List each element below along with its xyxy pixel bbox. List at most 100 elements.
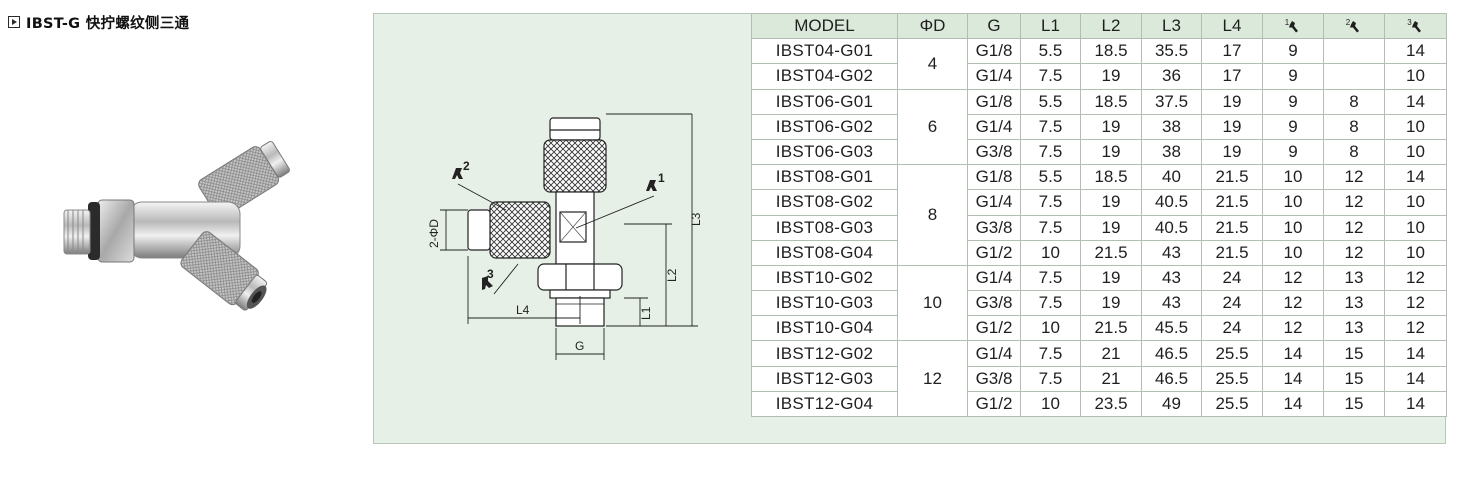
cell-g: G1/8 (967, 38, 1021, 65)
cell-g: G1/4 (967, 340, 1021, 367)
wrench-icon (1289, 21, 1299, 33)
cell-model: IBST08-G02 (751, 189, 898, 216)
cell-w1: 12 (1262, 315, 1324, 342)
cell-w2: 15 (1323, 340, 1385, 367)
cell-w3: 10 (1384, 138, 1447, 166)
cell-w1: 14 (1262, 365, 1324, 392)
col-wrench-1: 1 (1262, 12, 1324, 40)
cell-w1: 9 (1262, 38, 1324, 65)
cell-w1: 10 (1262, 189, 1324, 216)
wrench-icon (1411, 21, 1421, 33)
cell-l3: 43 (1141, 290, 1202, 317)
cell-l1: 5.5 (1020, 38, 1081, 65)
cell-w3: 10 (1384, 63, 1447, 90)
cell-w2: 13 (1323, 290, 1385, 317)
col-l4: L4 (1201, 12, 1263, 40)
cell-l4: 17 (1201, 38, 1263, 65)
cell-w3: 12 (1384, 290, 1447, 317)
dim-L3-label: L3 (689, 212, 703, 226)
cell-g: G1/8 (967, 88, 1021, 115)
cell-w1: 9 (1262, 138, 1324, 166)
col-phid: ΦD (897, 12, 968, 40)
cell-l2: 19 (1080, 113, 1142, 140)
cell-l2: 19 (1080, 264, 1142, 292)
cell-l1: 5.5 (1020, 164, 1081, 191)
cell-l4: 21.5 (1201, 239, 1263, 266)
cell-l3: 38 (1141, 138, 1202, 166)
cell-l3: 38 (1141, 113, 1202, 140)
cell-w2: 8 (1323, 113, 1385, 140)
cell-w1: 10 (1262, 164, 1324, 191)
cell-w2: 12 (1323, 214, 1385, 241)
cell-l4: 24 (1201, 315, 1263, 342)
cell-phid: 10 (897, 264, 968, 342)
cell-l2: 19 (1080, 138, 1142, 166)
cell-l1: 5.5 (1020, 88, 1081, 115)
cell-l3: 46.5 (1141, 365, 1202, 392)
cell-l2: 18.5 (1080, 164, 1142, 191)
cell-l4: 19 (1201, 88, 1263, 115)
cell-g: G1/8 (967, 164, 1021, 191)
cell-w3: 14 (1384, 38, 1447, 65)
cell-l2: 19 (1080, 189, 1142, 216)
cell-l1: 7.5 (1020, 138, 1081, 166)
cell-phid: 8 (897, 164, 968, 266)
cell-model: IBST12-G04 (751, 390, 898, 418)
cell-l3: 46.5 (1141, 340, 1202, 367)
cell-g: G1/2 (967, 239, 1021, 266)
cell-l1: 7.5 (1020, 264, 1081, 292)
col-wrench-2-num: 2 (1345, 18, 1351, 28)
wrench-2-icon (452, 168, 463, 179)
cell-phid: 6 (897, 88, 968, 166)
col-model: MODEL (751, 12, 898, 40)
page-title: IBST-G 快拧螺纹侧三通 (8, 10, 189, 34)
cell-w1: 12 (1262, 264, 1324, 292)
play-icon (8, 16, 20, 28)
product-photo (63, 140, 290, 311)
cell-l2: 21.5 (1080, 239, 1142, 266)
cell-w2: 12 (1323, 189, 1385, 216)
cell-g: G1/4 (967, 264, 1021, 292)
cell-l4: 24 (1201, 264, 1263, 292)
cell-phid: 4 (897, 38, 968, 90)
cell-w3: 14 (1384, 88, 1447, 115)
cell-l2: 18.5 (1080, 38, 1142, 65)
cell-w1: 14 (1262, 390, 1324, 418)
cell-l1: 10 (1020, 390, 1081, 418)
cell-model: IBST10-G04 (751, 315, 898, 342)
cell-model: IBST10-G03 (751, 290, 898, 317)
cell-l2: 19 (1080, 63, 1142, 90)
cell-w1: 12 (1262, 290, 1324, 317)
cell-w2: 15 (1323, 365, 1385, 392)
cell-l1: 7.5 (1020, 365, 1081, 392)
cell-model: IBST06-G02 (751, 113, 898, 140)
cell-model: IBST10-G02 (751, 264, 898, 292)
cell-g: G3/8 (967, 290, 1021, 317)
title-text: IBST-G 快拧螺纹侧三通 (26, 15, 190, 32)
cell-w1: 9 (1262, 63, 1324, 90)
technical-drawing: 2 1 3 L3 L2 L1 L4 G 2-ΦD (427, 113, 703, 360)
cell-w3: 12 (1384, 264, 1447, 292)
cell-l3: 43 (1141, 239, 1202, 266)
cell-w1: 10 (1262, 239, 1324, 266)
wrench-2-label: 2 (463, 159, 470, 173)
cell-w3: 10 (1384, 113, 1447, 140)
cell-model: IBST04-G01 (751, 38, 898, 65)
cell-model: IBST06-G03 (751, 138, 898, 166)
cell-g: G1/2 (967, 315, 1021, 342)
cell-model: IBST12-G03 (751, 365, 898, 392)
cell-l1: 7.5 (1020, 63, 1081, 90)
cell-g: G3/8 (967, 365, 1021, 392)
cell-w2 (1323, 38, 1385, 65)
cell-w1: 9 (1262, 88, 1324, 115)
cell-l2: 19 (1080, 214, 1142, 241)
cell-l1: 7.5 (1020, 290, 1081, 317)
wrench-icon (1350, 21, 1360, 33)
